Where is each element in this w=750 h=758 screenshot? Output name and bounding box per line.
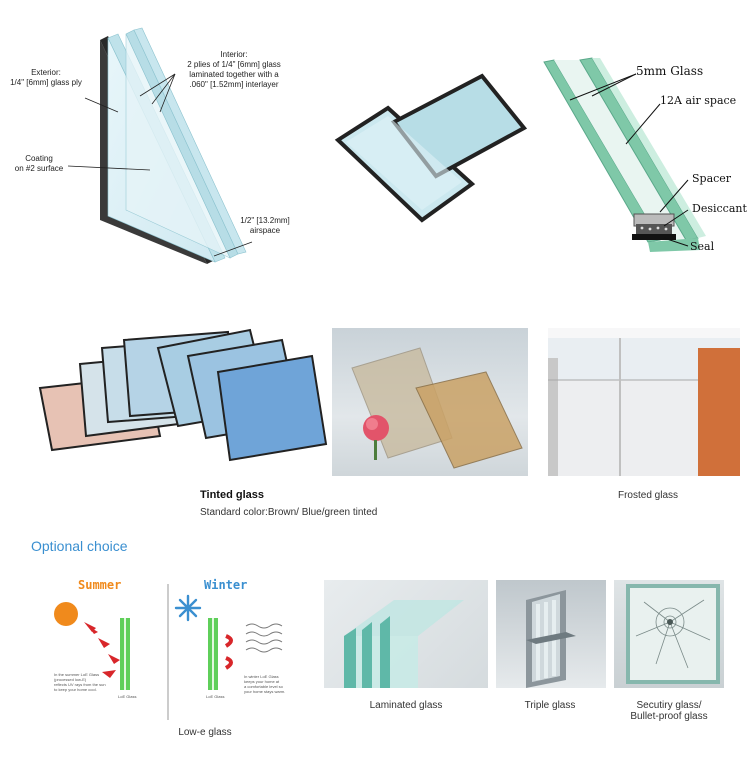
low-e-caption: Low-e glass xyxy=(178,727,232,738)
security-glass-caption: Secutiry glass/Bullet-proof glass xyxy=(630,700,708,722)
igu-cross-section-drawing xyxy=(67,27,253,264)
air-space-label: 12A air space xyxy=(660,94,737,107)
low-e-diagram: Summer Winter In the summer LoE Glass(pr… xyxy=(40,574,310,724)
airspace-label: 1/2" [13.2mm]airspace xyxy=(240,216,290,235)
security-glass-photo xyxy=(614,580,724,688)
exterior-label: Exterior:1/4" [6mm] glass ply xyxy=(10,68,82,87)
glass-5mm-label: 5mm Glass xyxy=(636,64,704,78)
optional-choice-heading: Optional choice xyxy=(31,538,128,554)
triple-glass-caption: Triple glass xyxy=(524,700,576,711)
tinted-glass-rose-photo xyxy=(332,328,528,476)
seal-label: Seal xyxy=(690,240,715,253)
tinted-glass-subtitle: Standard color:Brown/ Blue/green tinted xyxy=(200,507,378,518)
interior-label: Interior:2 plies of 1/4" [6mm] glass lam… xyxy=(187,50,281,89)
laminated-glass-caption: Laminated glass xyxy=(369,700,443,711)
summer-note: In the summer LoE Glass(processed low-E)… xyxy=(54,672,106,692)
desiccant-label: Desiccant xyxy=(692,202,747,215)
igu-spacer-diagram: 5mm Glass 12A air space Spacer Desiccant… xyxy=(540,56,750,256)
winter-label: Winter xyxy=(204,578,248,592)
tinted-glass-fan-photo xyxy=(38,326,328,476)
frosted-glass-caption: Frosted glass xyxy=(617,490,679,501)
triple-glass-photo xyxy=(496,580,606,688)
laminated-glass-photo xyxy=(324,580,488,688)
laminated-igu-diagram: Exterior:1/4" [6mm] glass ply Interior:2… xyxy=(0,20,290,280)
tinted-glass-title: Tinted glass xyxy=(200,489,264,501)
double-glazed-panels-photo xyxy=(332,60,532,250)
winter-glass-label: LoE Glass xyxy=(206,694,225,699)
summer-glass-label: LoE Glass xyxy=(118,694,137,699)
summer-label: Summer xyxy=(78,578,122,592)
spacer-label: Spacer xyxy=(692,172,732,185)
frosted-glass-photo xyxy=(548,328,740,476)
